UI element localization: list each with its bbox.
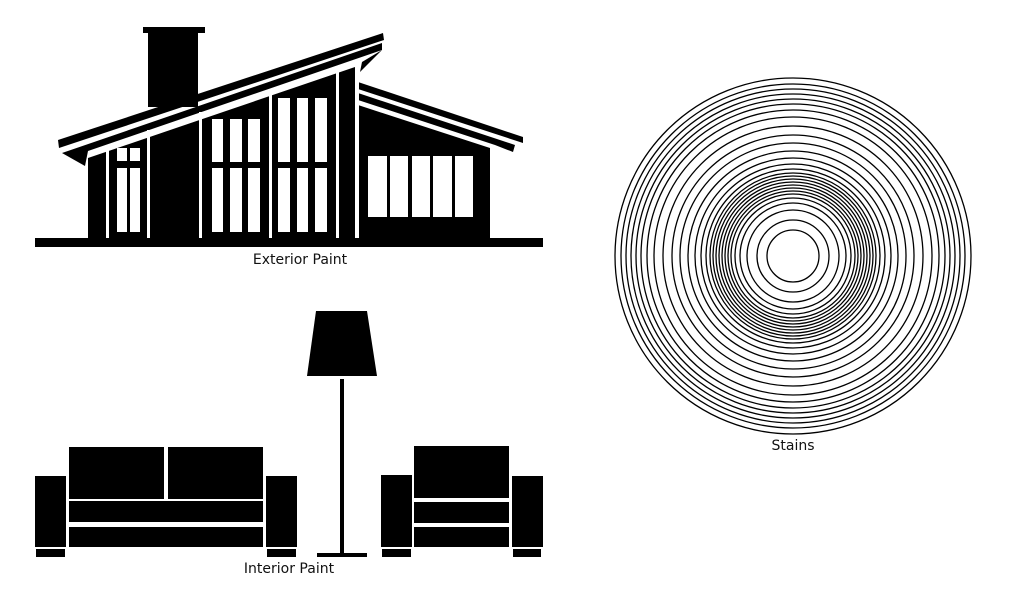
ring [756, 219, 830, 293]
ring [700, 163, 886, 349]
ring [614, 77, 972, 435]
ring [715, 178, 871, 334]
stains-label[interactable]: Stains [771, 438, 815, 454]
ring [694, 157, 892, 355]
armchair-icon [381, 475, 412, 547]
interior-paint-label[interactable]: Interior Paint [243, 561, 335, 577]
ring [662, 125, 924, 387]
stains-link[interactable] [612, 75, 974, 437]
ring [724, 187, 862, 325]
ring [705, 168, 881, 344]
ring [687, 150, 899, 362]
ring [646, 109, 940, 403]
ring [630, 93, 956, 419]
ring [635, 98, 951, 414]
lamp-icon [307, 311, 377, 376]
ring [712, 175, 874, 337]
ring [730, 193, 856, 319]
ring [709, 172, 877, 340]
sofa-icon [35, 476, 66, 547]
interior-paint-link[interactable] [30, 305, 550, 560]
ring [671, 134, 915, 378]
ring [727, 190, 859, 322]
ring [746, 209, 840, 303]
ring [766, 229, 820, 283]
ring [734, 197, 852, 315]
ring [640, 103, 946, 409]
ring [718, 181, 868, 331]
ring [620, 83, 966, 429]
exterior-paint-label[interactable]: Exterior Paint [252, 252, 348, 268]
ring [739, 202, 847, 310]
ring [625, 88, 961, 424]
exterior-paint-link[interactable] [30, 20, 550, 275]
ring [721, 184, 865, 328]
ring [679, 142, 907, 370]
ring [653, 116, 933, 396]
